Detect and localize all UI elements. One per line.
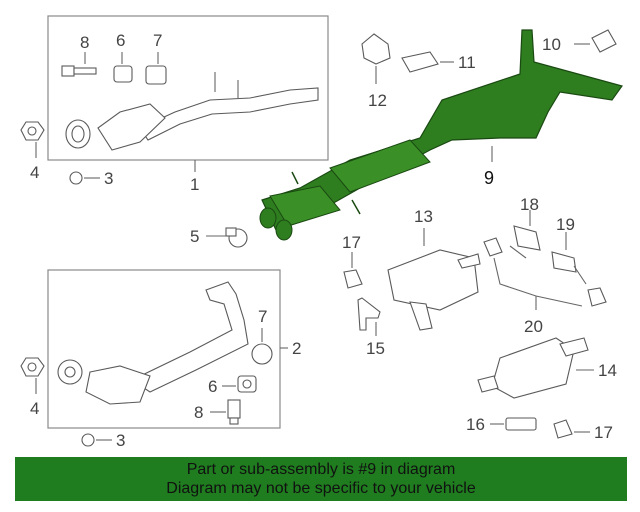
callout-13: 13 <box>414 207 433 226</box>
gasket-6a[interactable] <box>113 65 133 83</box>
hanger-17a[interactable] <box>343 269 363 289</box>
callout-16: 16 <box>466 415 485 434</box>
hanger-17b[interactable] <box>553 419 573 439</box>
callout-20: 20 <box>524 317 543 336</box>
callout-4b: 4 <box>30 399 39 418</box>
assembly-2-frame <box>47 269 281 429</box>
clamp-5[interactable] <box>225 227 248 248</box>
hanger-20a[interactable] <box>483 237 503 257</box>
bracket-18[interactable] <box>509 225 541 259</box>
callout-17b: 17 <box>594 423 613 442</box>
hanger-20b[interactable] <box>587 287 607 307</box>
callout-14: 14 <box>598 361 617 380</box>
callout-10: 10 <box>542 35 561 54</box>
exhaust-tip-10[interactable] <box>591 29 617 53</box>
callout-2: 2 <box>292 339 301 358</box>
callout-4a: 4 <box>30 163 39 182</box>
hanger-12[interactable] <box>361 33 391 65</box>
bolt-8a[interactable] <box>61 65 97 77</box>
callout-12: 12 <box>368 91 387 110</box>
callout-6a: 6 <box>116 31 125 50</box>
callout-11: 11 <box>458 53 476 72</box>
callout-17a: 17 <box>342 233 361 252</box>
callout-3b: 3 <box>116 431 125 450</box>
diagram-note-banner: Part or sub-assembly is #9 in diagram Di… <box>15 457 627 501</box>
bolt-8b[interactable] <box>227 399 241 425</box>
rear-muffler-13[interactable] <box>387 249 481 331</box>
callout-5: 5 <box>190 227 199 246</box>
nut-4b[interactable] <box>20 357 45 377</box>
callout-1: 1 <box>190 175 199 194</box>
callout-19: 19 <box>556 215 575 234</box>
exhaust-system-diagram: 8 6 7 4 3 1 12 11 10 9 <box>20 15 623 450</box>
gasket-7b[interactable] <box>251 343 273 365</box>
callout-6b: 6 <box>208 377 217 396</box>
assembly-1-frame <box>47 15 329 161</box>
stud-3b[interactable] <box>81 433 95 447</box>
muffler-pipe-assembly-9[interactable] <box>259 29 623 241</box>
callout-9: 9 <box>484 168 494 188</box>
bracket-15[interactable] <box>357 297 381 331</box>
callout-8a: 8 <box>80 33 89 52</box>
banner-line-1: Part or sub-assembly is #9 in diagram <box>186 461 456 478</box>
callout-18: 18 <box>520 195 539 214</box>
callout-8b: 8 <box>194 403 203 422</box>
bracket-11[interactable] <box>401 51 439 73</box>
bracket-19[interactable] <box>551 251 587 285</box>
callout-7a: 7 <box>153 31 162 50</box>
callout-7b: 7 <box>258 307 267 326</box>
banner-line-2: Diagram may not be specific to your vehi… <box>166 480 476 497</box>
clamp-6b[interactable] <box>237 375 257 393</box>
front-catalytic-converter-pipe[interactable] <box>65 72 319 151</box>
rear-muffler-14[interactable] <box>477 337 589 399</box>
nut-4a[interactable] <box>20 121 45 141</box>
isolator-16[interactable] <box>505 417 537 431</box>
callout-3a: 3 <box>104 169 113 188</box>
callout-15: 15 <box>366 339 385 358</box>
clamp-7a[interactable] <box>145 65 167 85</box>
rear-catalytic-converter-pipe[interactable] <box>57 281 249 405</box>
stud-3a[interactable] <box>69 171 83 185</box>
